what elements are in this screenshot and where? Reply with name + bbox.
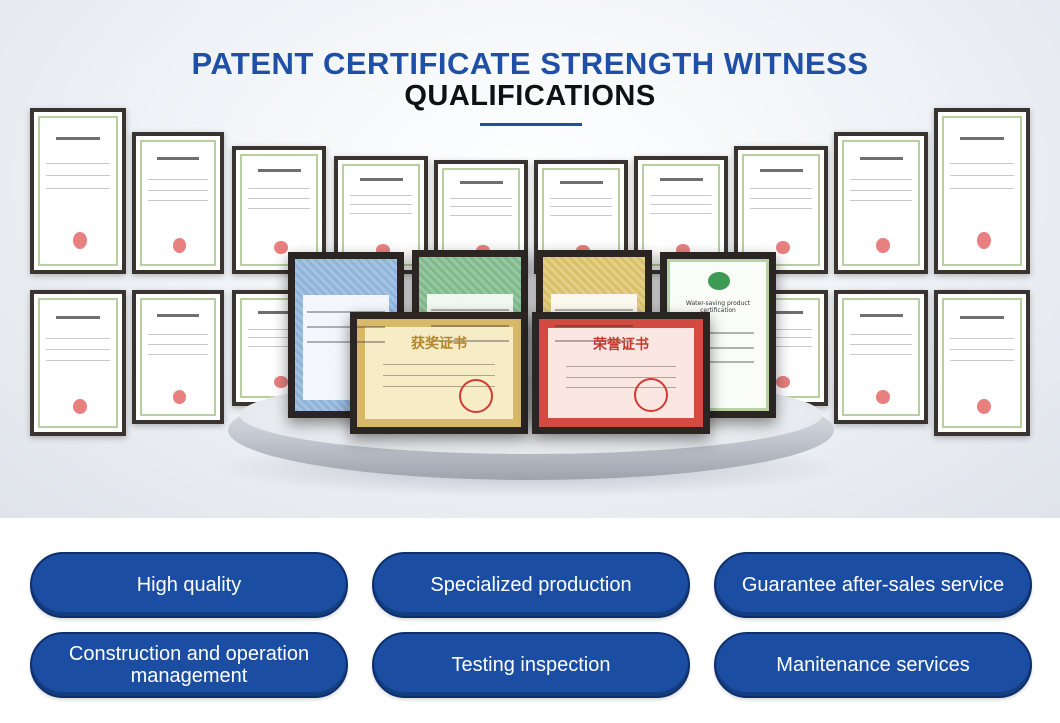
patent-certificate — [232, 146, 326, 274]
award-certificate: 获奖证书 — [350, 312, 528, 434]
award-certificate-title: 获奖证书 — [411, 336, 467, 352]
patent-certificate — [734, 146, 828, 274]
feature-label: Manitenance services — [776, 654, 970, 676]
feature-label: Testing inspection — [451, 654, 611, 676]
patent-certificate — [934, 108, 1030, 274]
honor-certificate: 荣誉证书 — [532, 312, 710, 434]
feature-high-quality: High quality — [30, 552, 348, 618]
red-seal-icon — [634, 378, 668, 412]
certificate-logo-icon — [708, 272, 730, 290]
patent-certificate — [834, 290, 928, 424]
red-seal-icon — [459, 379, 493, 413]
feature-label: Guarantee after-sales service — [741, 574, 1005, 596]
feature-construction-operation: Construction and operation management — [30, 632, 348, 698]
feature-label: High quality — [136, 574, 242, 596]
patent-certificate — [132, 132, 224, 274]
feature-specialized-production: Specialized production — [372, 552, 690, 618]
feature-testing-inspection: Testing inspection — [372, 632, 690, 698]
banner-title: PATENT CERTIFICATE STRENGTH WITNESS — [191, 46, 869, 81]
feature-label: Construction and operation management — [68, 643, 310, 687]
feature-maintenance-services: Manitenance services — [714, 632, 1032, 698]
hero-banner: PATENT CERTIFICATE STRENGTH WITNESS QUAL… — [0, 0, 1060, 518]
patent-certificate — [132, 290, 224, 424]
patent-certificate — [934, 290, 1030, 436]
honor-certificate-title: 荣誉证书 — [593, 337, 649, 353]
banner-subtitle: QUALIFICATIONS — [404, 80, 656, 112]
feature-label: Specialized production — [430, 574, 632, 596]
patent-certificate — [30, 108, 126, 274]
white-certificate-title: Water-saving product certification — [685, 300, 751, 314]
patent-certificate — [834, 132, 928, 274]
title-underline — [480, 123, 582, 126]
feature-after-sales-service: Guarantee after-sales service — [714, 552, 1032, 618]
patent-certificate — [30, 290, 126, 436]
